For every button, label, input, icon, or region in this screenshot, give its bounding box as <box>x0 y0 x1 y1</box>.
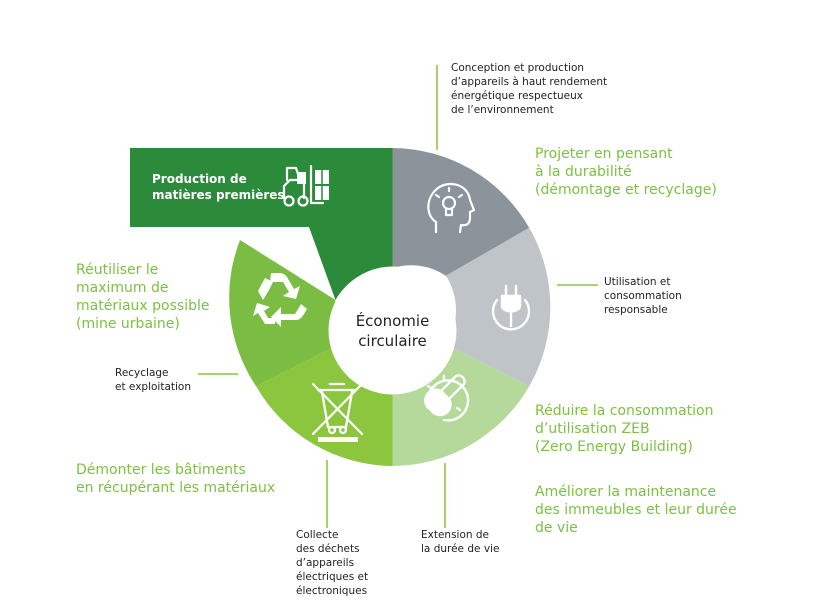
label-projeter: Projeter en pensant à la durabilité (dém… <box>535 146 717 198</box>
forklift-icon <box>282 164 330 207</box>
center-circle <box>328 266 457 395</box>
label-recyclage: Recyclage et exploitation <box>115 367 191 393</box>
lightbulb-head-icon <box>427 182 476 234</box>
label-reutiliser: Réutiliser le maximum de matériaux possi… <box>76 262 210 332</box>
wrench-gear-icon <box>424 374 470 422</box>
plug-icon <box>491 284 531 331</box>
label-extension: Extension de la durée de vie <box>421 529 500 555</box>
segment-recycle <box>229 240 340 387</box>
label-collecte: Collecte des déchets d’appareils électri… <box>296 529 369 597</box>
label-ameliorer: Améliorer la maintenance des immeubles e… <box>535 484 737 536</box>
segment-use <box>445 227 551 387</box>
label-demonter: Démonter les bâtiments en récupérant les… <box>76 462 276 496</box>
center-disc: Économie circulaire <box>325 263 460 398</box>
label-reduire: Réduire la consommation d’utilisation ZE… <box>535 403 714 455</box>
center-label: Économie circulaire <box>355 311 430 350</box>
leader-lines <box>198 65 598 528</box>
label-utilisation: Utilisation et consommation responsable <box>604 276 682 316</box>
label-conception: Conception et production d’appareils à h… <box>451 62 608 116</box>
recycle-icon <box>253 273 307 327</box>
crossed-bin-icon <box>311 382 364 442</box>
segment-design <box>392 148 530 276</box>
banner-label: Production de matières premières <box>152 172 285 202</box>
